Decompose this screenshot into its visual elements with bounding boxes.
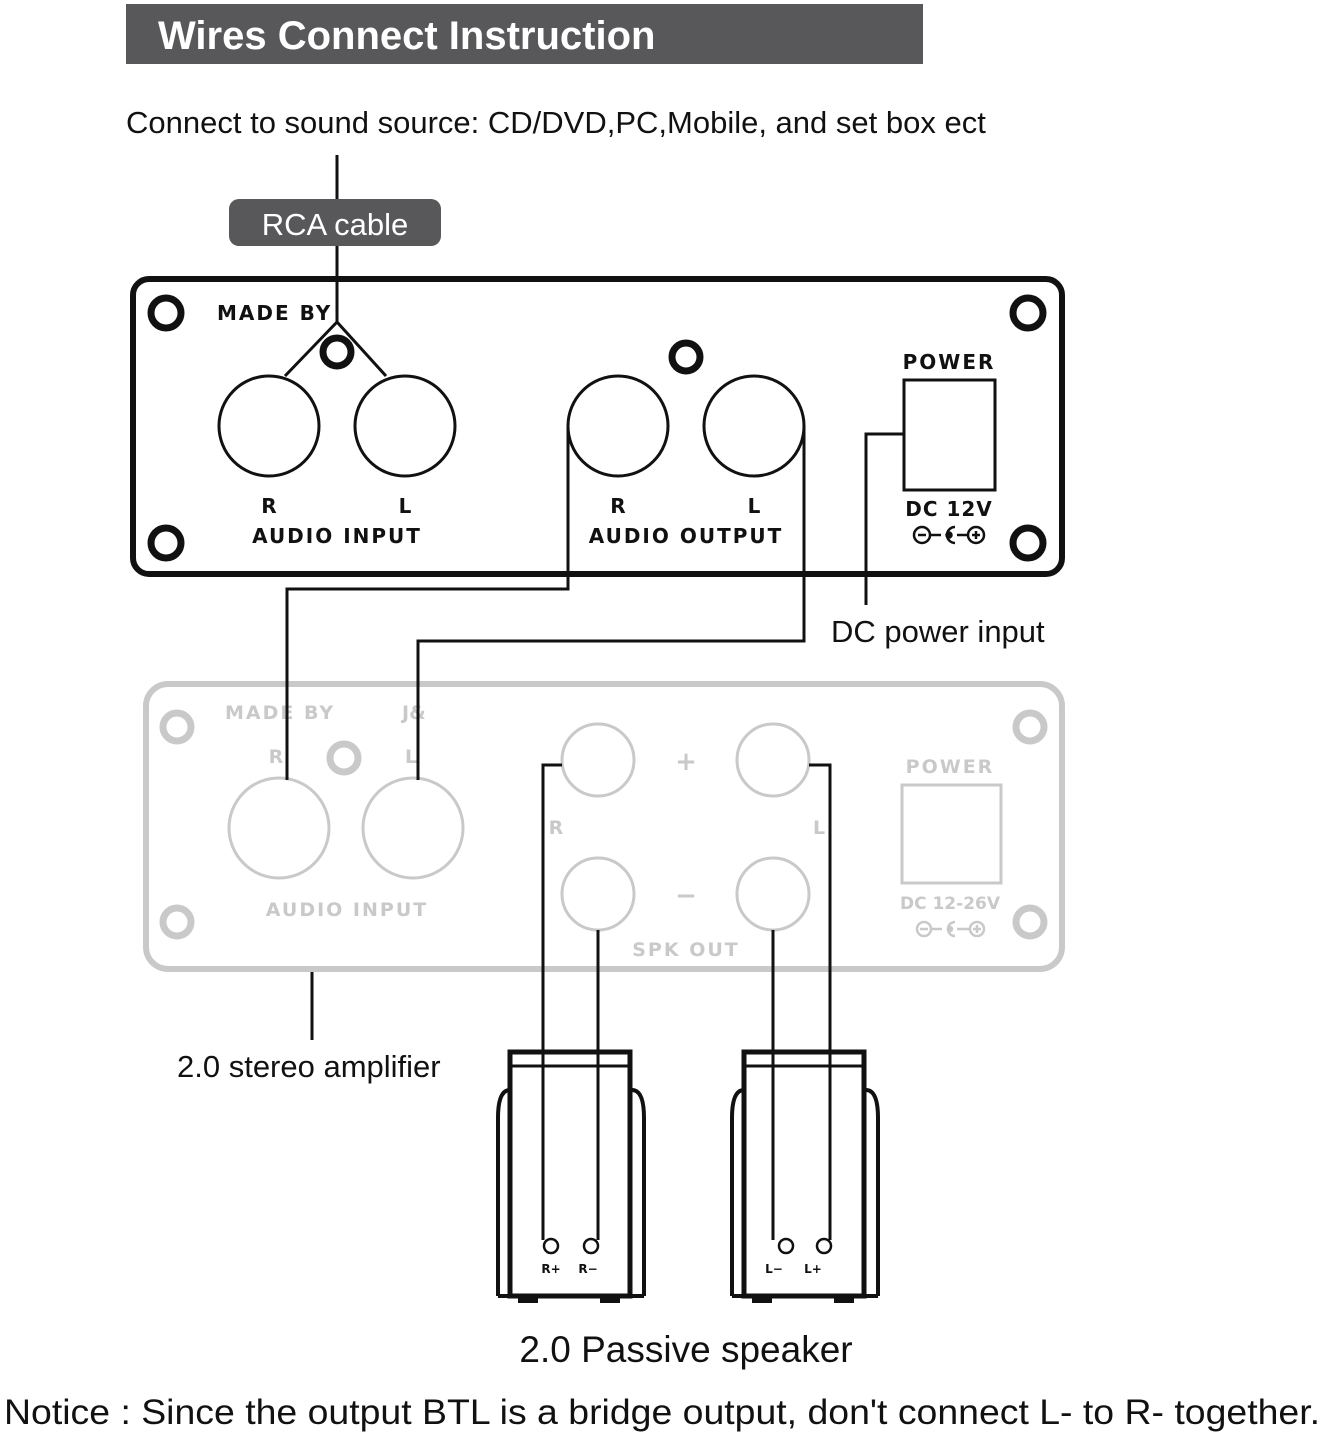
spk-r-label: R	[549, 817, 564, 839]
top-output-r-label: R	[610, 494, 625, 518]
speaker-terminal-icon	[777, 1237, 795, 1255]
amp-brand-label: J&	[400, 702, 426, 724]
top-input-r-label: R	[261, 494, 276, 518]
top-device-panel: MADE BY R L AUDIO INPUT R L AUDIO OUTPUT…	[130, 276, 1065, 577]
left-speaker-plus-label: L+	[804, 1262, 822, 1276]
top-audio-input-r-jack	[217, 374, 321, 478]
rca-cable-tag	[229, 199, 441, 246]
amplifier-panel: MADE BY J& R L AUDIO INPUT + − R L SPK O…	[143, 681, 1065, 972]
right-speaker-minus-label: R−	[578, 1262, 597, 1276]
amp-audio-input-r-jack	[227, 776, 331, 880]
top-dc-voltage-label: DC 12V	[905, 497, 993, 521]
top-audio-input-label: AUDIO INPUT	[252, 524, 422, 548]
dc-power-leader-line	[864, 432, 904, 605]
amp-audio-input-label: AUDIO INPUT	[266, 899, 428, 921]
top-audio-output-label: AUDIO OUTPUT	[589, 524, 784, 548]
left-channel-rca-wire	[416, 426, 806, 780]
right-channel-rca-wire	[285, 426, 570, 780]
amplifier-outline	[143, 681, 1065, 972]
notice-text: Notice : Since the output BTL is a bridg…	[4, 1393, 1320, 1432]
amp-input-r-label: R	[269, 746, 284, 768]
amp-input-l-label: L	[405, 746, 417, 768]
amp-audio-input-l-jack	[361, 776, 465, 880]
dc-power-input-label: DC power input	[831, 614, 1045, 649]
top-audio-output-r-jack	[566, 374, 670, 478]
screw-icon	[1009, 294, 1047, 332]
top-made-by-label: MADE BY	[217, 301, 332, 325]
top-audio-output-l-jack	[702, 374, 806, 478]
spk-minus-label: −	[675, 881, 697, 911]
screw-icon	[1012, 904, 1048, 940]
rca-split-left	[335, 320, 388, 378]
right-speaker: R+ R−	[496, 1049, 646, 1303]
amp-dc-voltage-label: DC 12-26V	[900, 894, 1001, 914]
screw-icon	[159, 709, 195, 745]
screw-icon	[147, 294, 185, 332]
header-bar	[126, 4, 923, 64]
amplifier-label: 2.0 stereo amplifier	[177, 1049, 441, 1084]
screw-icon	[159, 904, 195, 940]
screw-icon	[1012, 709, 1048, 745]
screw-icon	[147, 524, 185, 562]
top-device-outline	[130, 276, 1065, 577]
screw-icon	[1009, 524, 1047, 562]
spk-out-label: SPK OUT	[632, 939, 740, 961]
mount-hole-icon	[326, 740, 362, 776]
amp-power-label: POWER	[906, 756, 995, 778]
speaker-terminal-icon	[582, 1237, 600, 1255]
left-speaker-minus-label: L−	[765, 1262, 783, 1276]
speaker-terminal-icon	[542, 1237, 560, 1255]
mount-hole-icon	[319, 334, 355, 370]
rca-split-right	[283, 320, 339, 378]
spk-l-label: L	[813, 817, 825, 839]
r-plus-speaker-wire	[541, 763, 562, 1240]
spk-l-plus-terminal	[735, 722, 811, 798]
spk-l-minus-terminal	[735, 856, 811, 932]
top-audio-input-l-jack	[353, 374, 457, 478]
top-input-l-label: L	[399, 494, 412, 518]
spk-r-minus-terminal	[560, 856, 636, 932]
amp-power-switch	[900, 783, 1003, 885]
header-title: Wires Connect Instruction	[158, 14, 655, 58]
dc-polarity-icon	[912, 525, 986, 545]
dc-polarity-icon	[915, 920, 986, 938]
speaker-terminal-icon	[815, 1237, 833, 1255]
sound-source-label: Connect to sound source: CD/DVD,PC,Mobil…	[126, 105, 986, 140]
amp-made-by-label: MADE BY	[225, 702, 335, 724]
rca-cable-label: RCA cable	[262, 207, 408, 242]
top-power-switch	[902, 378, 997, 492]
spk-plus-label: +	[675, 747, 697, 777]
right-speaker-plus-label: R+	[541, 1262, 560, 1276]
spk-r-plus-terminal	[560, 722, 636, 798]
mount-hole-icon	[668, 339, 704, 375]
passive-speaker-label: 2.0 Passive speaker	[519, 1329, 852, 1370]
top-output-l-label: L	[748, 494, 761, 518]
left-speaker: L− L+	[730, 1049, 880, 1303]
l-plus-speaker-wire	[809, 763, 832, 1240]
top-power-label: POWER	[903, 350, 996, 374]
